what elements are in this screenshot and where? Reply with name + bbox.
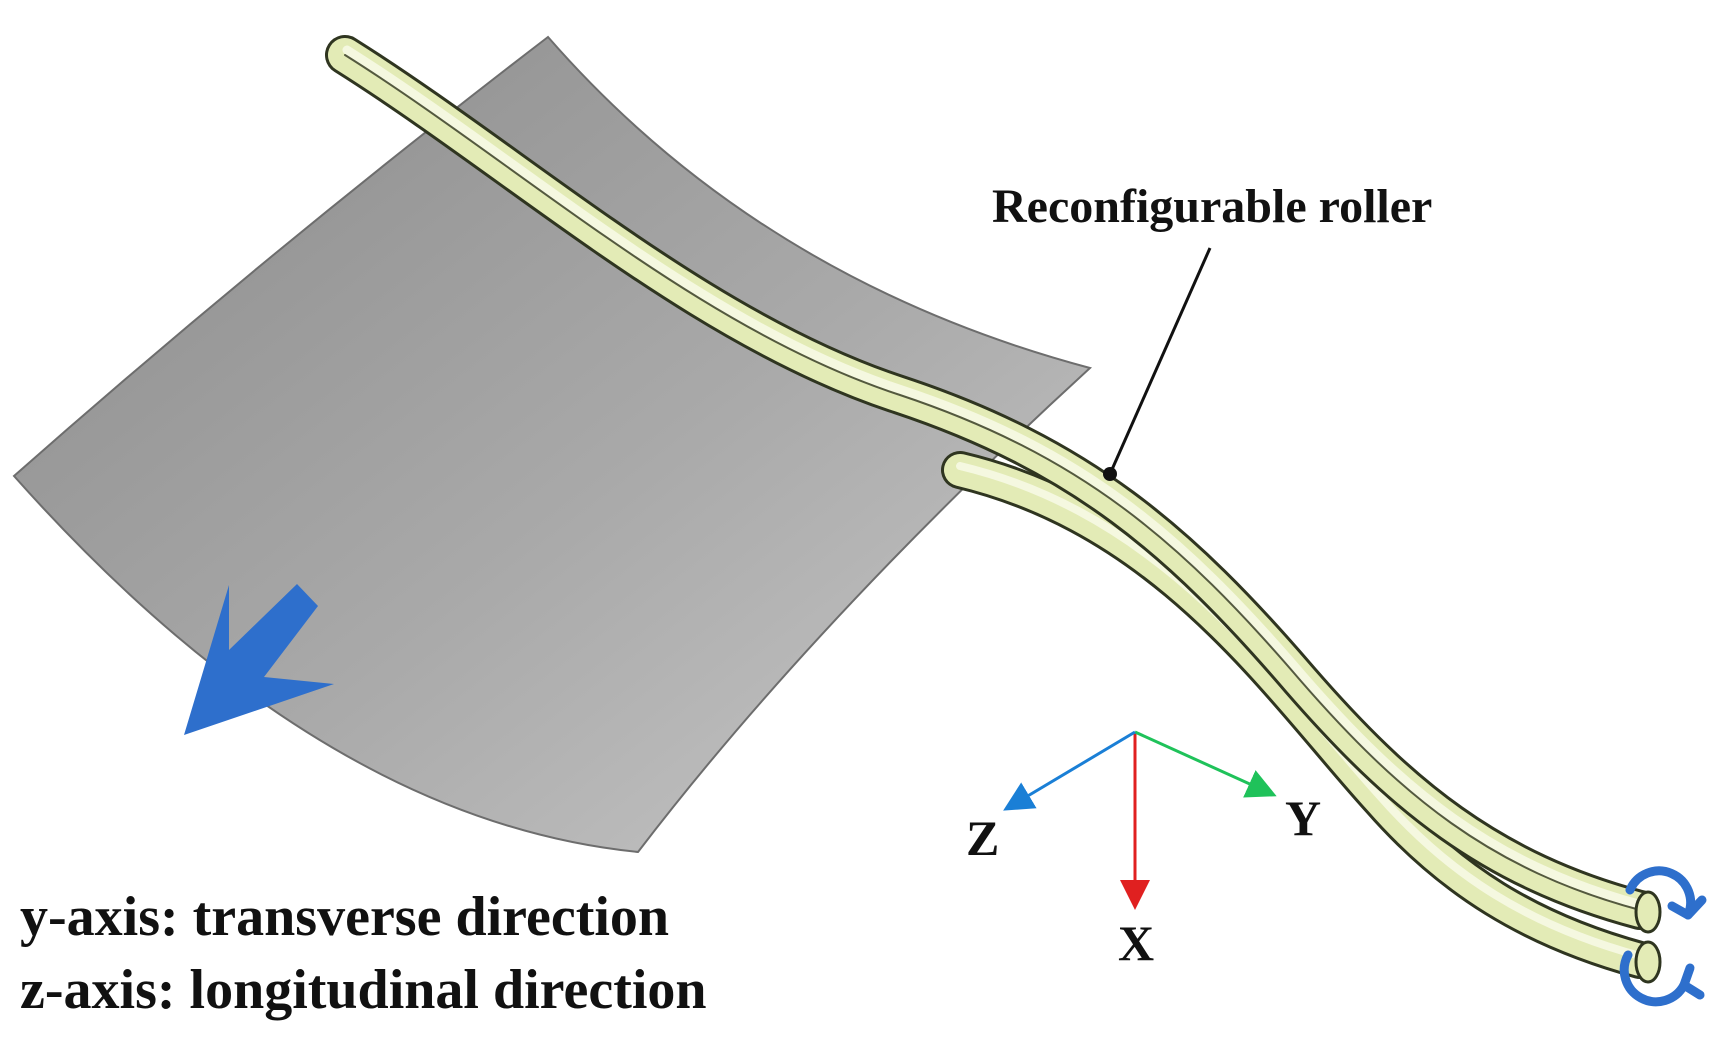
feed-direction-arrow — [184, 584, 334, 735]
coordinate-axes: X Y Z — [966, 730, 1321, 971]
upper-roller — [325, 35, 1660, 930]
axis-z-line — [1003, 730, 1136, 811]
metal-sheet — [12, 35, 1093, 854]
axis-y-line — [1134, 730, 1277, 798]
legend-line-y: y-axis: transverse direction — [20, 886, 669, 948]
callout-leader — [1108, 247, 1212, 475]
axis-x-label: X — [1118, 915, 1154, 971]
upper-roller-end — [1634, 890, 1662, 934]
axis-y-label: Y — [1285, 790, 1321, 846]
callout-dot — [1103, 467, 1117, 481]
callout-label: Reconfigurable roller — [992, 180, 1432, 233]
axis-z-label: Z — [966, 810, 999, 866]
lower-roller-end — [1634, 940, 1662, 984]
legend-line-z: z-axis: longitudinal direction — [20, 959, 707, 1021]
rotation-arrow-icon — [1619, 866, 1707, 1007]
